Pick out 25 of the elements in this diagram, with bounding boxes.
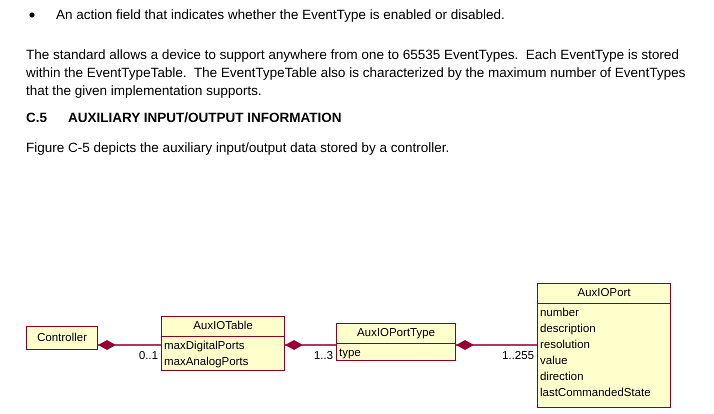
attribute-name: number [539,306,580,321]
class-box [161,316,285,371]
section-number: C.5 [26,109,48,127]
class-box [336,323,456,361]
composition-line [456,340,537,350]
section-heading: AUXILIARY INPUT/OUTPUT INFORMATION [68,109,342,127]
attribute-name: direction [539,370,584,385]
attribute-name: value [539,354,568,369]
attribute-name: type [338,346,362,361]
class-name: Controller [36,331,88,346]
class-box [537,283,671,408]
attribute-name: maxAnalogPorts [163,355,250,370]
attribute-name: description [539,322,597,337]
paragraph: The standard allows a device to support anywhere from one to 65535 EventTypes. Each EventType is stored within the EventTypeTable. The EventTypeTable also is characterized by the maximum number of EventTypes that the given implementation supports. [26,46,686,100]
class-name: AuxIOTable [162,317,284,337]
attribute-name: resolution [539,338,591,353]
class-name: AuxIOPortType [337,324,455,344]
attribute-name: maxDigitalPorts [163,339,246,354]
composition-line [98,340,161,350]
class-box [26,326,98,350]
bullet-text: An action field that indicates whether the EventType is enabled or disabled. [56,6,506,24]
composition-line [285,340,336,350]
paragraph: Figure C-5 depicts the auxiliary input/output data stored by a controller. [26,139,450,157]
class-name: AuxIOPort [538,284,670,304]
attribute-name: lastCommandedState [539,386,652,401]
